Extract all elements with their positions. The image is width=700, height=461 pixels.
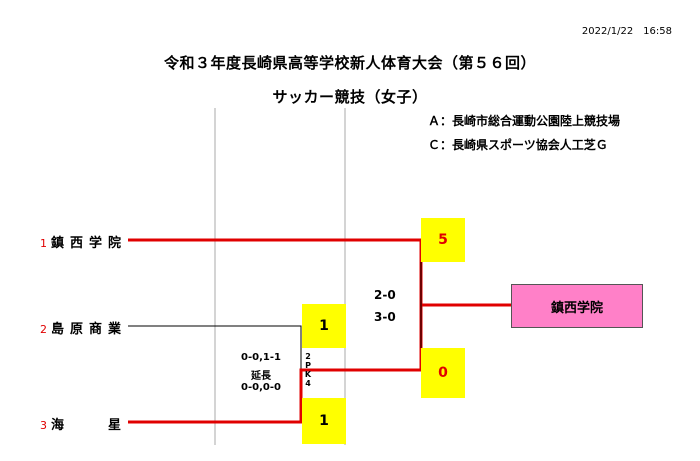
team-row: 2 島原商業 (40, 318, 127, 337)
match1-extra-time-score: 0-0,0-0 (241, 382, 281, 393)
final-half1-score: 2-0 (374, 288, 396, 302)
team-seed: 1 (40, 237, 47, 250)
match1-extra-time-label: 延長 (251, 371, 271, 382)
pk-label: 2 P K 4 (303, 352, 313, 388)
venue-a: Ａ：長崎市総合運動公園陸上競技場 (428, 114, 621, 128)
team-seed: 2 (40, 323, 47, 336)
pk-char: 4 (305, 379, 311, 388)
pk-char: P (305, 361, 311, 370)
match1-score-top: 1 (302, 304, 346, 348)
match1-detail: 0-0,1-1 延長 0-0,0-0 (226, 352, 296, 393)
match1-regular-score: 0-0,1-1 (241, 352, 281, 363)
team-seed: 3 (40, 419, 47, 432)
pk-char: 2 (305, 352, 311, 361)
venue-c: Ｃ：長崎県スポーツ協会人工芝Ｇ (428, 138, 608, 152)
winner-box: 鎮西学院 (511, 284, 643, 328)
page-subtitle: サッカー競技（女子） (272, 88, 428, 106)
team-name: 島原商業 (51, 322, 128, 337)
final-score-top: 5 (421, 218, 465, 262)
page-title: 令和３年度長崎県高等学校新人体育大会（第５６回） (163, 54, 536, 72)
timestamp: 2022/1/22 16:58 (581, 26, 672, 37)
match1-score-bottom: 1 (302, 398, 346, 444)
team-row: 3 海 星 (40, 414, 127, 433)
team-name: 鎮西学院 (51, 236, 128, 251)
team-name: 海 星 (51, 418, 128, 433)
final-half2-score: 3-0 (374, 310, 396, 324)
final-score-bottom: 0 (421, 348, 465, 398)
pk-char: K (304, 370, 312, 379)
bracket-line-team2 (128, 325, 302, 370)
team-row: 1 鎮西学院 (40, 232, 127, 251)
